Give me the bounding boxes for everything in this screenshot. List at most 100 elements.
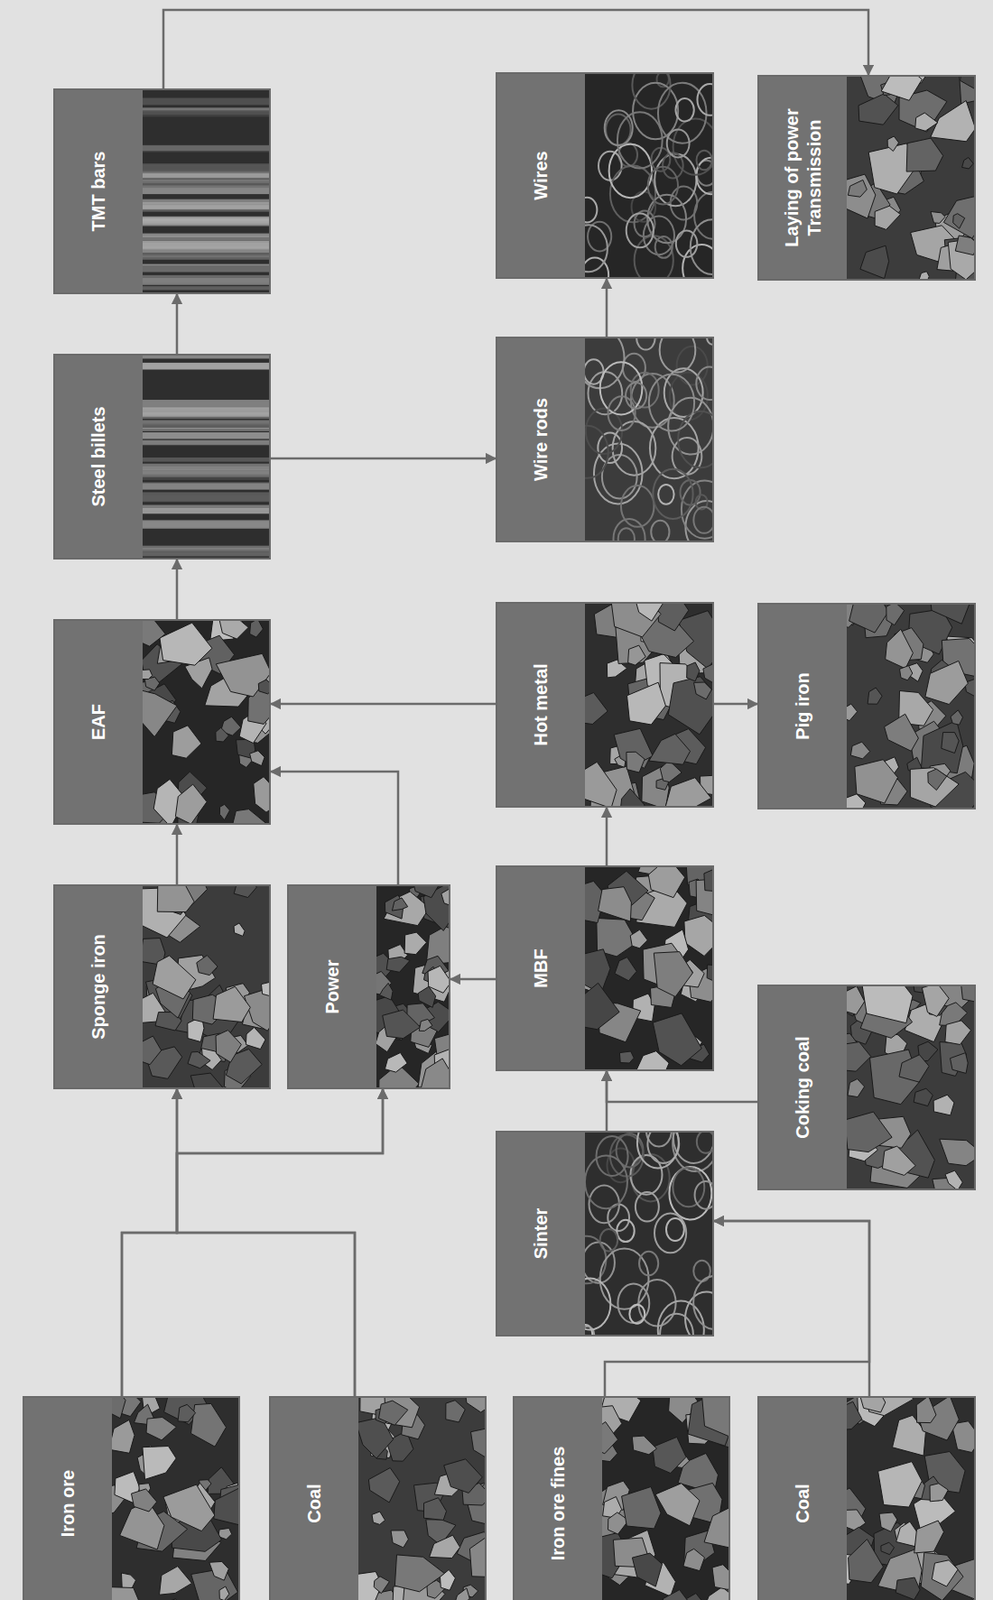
flow-arrow — [605, 278, 609, 337]
photo-illustration — [142, 353, 271, 558]
texture — [621, 485, 655, 528]
texture — [142, 233, 271, 238]
texture — [847, 179, 867, 197]
texture — [142, 546, 271, 551]
texture — [142, 464, 271, 472]
texture — [667, 129, 690, 158]
texture — [665, 778, 712, 807]
process-box: Iron ore — [22, 1396, 241, 1600]
texture — [142, 362, 271, 370]
texture — [648, 167, 678, 205]
texture — [846, 1510, 866, 1532]
flow-arrow — [176, 294, 179, 354]
flow-arrow — [121, 1089, 383, 1397]
texture — [931, 1560, 958, 1587]
texture — [584, 983, 620, 1030]
texture — [471, 1426, 488, 1460]
texture — [921, 984, 949, 1017]
texture — [383, 891, 430, 927]
texture — [602, 1422, 619, 1455]
texture — [649, 374, 695, 432]
texture — [213, 1485, 241, 1528]
texture — [953, 213, 966, 230]
photo-illustration — [584, 865, 715, 1070]
texture — [648, 865, 685, 899]
texture — [584, 197, 597, 223]
texture — [618, 528, 635, 541]
texture — [142, 175, 271, 179]
texture — [382, 1010, 421, 1040]
texture — [846, 1042, 872, 1073]
texture — [159, 622, 213, 666]
texture — [636, 336, 655, 351]
flow-arrow — [176, 1089, 355, 1397]
texture — [909, 768, 959, 808]
box-label: Coking coal — [791, 1036, 815, 1139]
texture — [419, 1058, 451, 1088]
texture — [637, 1131, 679, 1170]
texture — [626, 213, 654, 249]
texture — [881, 1146, 916, 1176]
texture — [171, 725, 202, 759]
label-strip: Steel billets — [55, 355, 143, 558]
texture — [655, 236, 673, 259]
texture — [694, 192, 715, 240]
texture — [631, 1553, 662, 1587]
texture — [881, 1542, 895, 1556]
label-strip: TMT bars — [55, 90, 143, 293]
texture — [939, 1139, 976, 1167]
texture — [684, 915, 715, 956]
process-box: Power — [287, 884, 451, 1090]
flow-arrow — [605, 807, 609, 866]
texture — [712, 1565, 731, 1591]
texture — [142, 353, 271, 359]
texture — [142, 204, 271, 210]
process-box: Sinter — [495, 1131, 715, 1337]
flow-arrow — [121, 1089, 177, 1397]
texture — [634, 235, 674, 278]
label-strip: Pig iron — [759, 604, 847, 808]
texture — [895, 1577, 920, 1600]
texture — [219, 1586, 230, 1600]
texture — [693, 1261, 711, 1282]
texture — [879, 1512, 898, 1532]
flow-arrow — [606, 1071, 758, 1103]
photo-illustration — [584, 336, 715, 541]
texture — [918, 271, 930, 279]
photo-illustration — [584, 72, 715, 278]
photo-illustration — [846, 603, 976, 808]
texture — [930, 212, 946, 224]
texture — [928, 769, 947, 791]
texture — [620, 788, 646, 807]
texture — [628, 645, 647, 666]
label-strip: Coking coal — [759, 986, 847, 1189]
texture — [142, 286, 271, 290]
texture — [696, 83, 715, 116]
texture — [694, 682, 713, 700]
texture — [900, 666, 913, 681]
label-strip: Coal — [759, 1398, 847, 1600]
texture — [444, 1459, 483, 1495]
texture — [142, 202, 271, 210]
process-box: Coking coal — [757, 984, 976, 1191]
texture — [142, 145, 271, 153]
texture — [608, 396, 636, 431]
texture — [157, 884, 195, 913]
process-box: MBF — [495, 865, 715, 1072]
process-box: Coal — [757, 1396, 976, 1600]
texture — [131, 1489, 158, 1513]
label-strip: Iron ore fines — [514, 1398, 603, 1600]
texture — [950, 710, 964, 725]
texture — [881, 74, 922, 101]
texture — [704, 868, 715, 892]
texture — [142, 264, 271, 273]
texture — [929, 1484, 948, 1503]
texture — [704, 1506, 731, 1550]
texture — [862, 984, 913, 1024]
process-box: Sponge iron — [53, 884, 271, 1090]
label-strip: MBF — [497, 867, 585, 1070]
texture — [846, 986, 865, 1016]
texture — [609, 144, 652, 198]
texture — [142, 508, 271, 514]
texture — [142, 519, 271, 529]
